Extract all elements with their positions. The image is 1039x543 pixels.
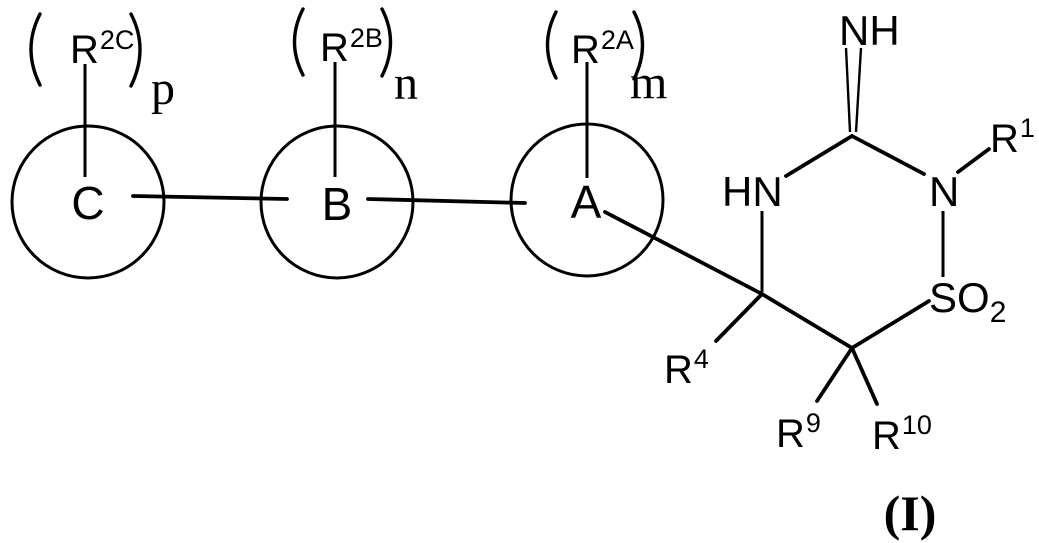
formula-number-label: (I) [884,485,937,541]
r1-superscript: 1 [1020,113,1035,143]
ring-b-group: B R2B n [259,7,418,280]
r4-label: R4 [664,344,709,392]
r4-superscript: 4 [694,344,709,374]
r2c-superscript: 2C [100,25,135,55]
r2a-base: R [571,28,600,72]
bond-c5-to-c6 [760,292,854,350]
so2-subscript: 2 [990,296,1007,329]
r2c-base: R [70,28,99,72]
r1-label: R1 [990,113,1035,161]
ring-c-group: C R2C p [10,12,175,280]
ring-a-count-subscript: m [630,56,667,109]
r10-base: R [872,414,901,458]
ring-a-open-paren [545,10,558,80]
ring-a-close-paren [632,10,645,81]
ring-b-count-subscript: n [394,57,418,110]
ring-a-substituent-label: R2A [571,25,634,72]
r10-superscript: 10 [902,410,932,440]
imine-nh-label: NH [839,7,900,54]
r2a-superscript: 2A [601,25,634,55]
bond-c6-to-r9 [815,346,854,403]
r4-base: R [664,348,693,392]
r9-base: R [776,412,805,456]
ring-c-close-paren [129,12,142,88]
ring-b-close-paren [380,7,393,78]
r2b-superscript: 2B [350,23,383,53]
r9-label: R9 [776,408,821,456]
ring-c-circle [10,124,166,280]
bond-ring-a-to-heterocycle [603,210,764,296]
bond-c3-to-n [850,134,926,176]
imine-double-bond-line-1 [844,47,852,133]
ring-c-label: C [71,177,104,229]
ring-b-open-paren [292,7,305,77]
ring-c-substituent-label: R2C [70,25,134,72]
heterocycle-group: NH HN N R1 SO2 R4 R9 R10 [664,7,1035,458]
bond-ring-c-to-ring-b [131,194,289,201]
ring-a-label: A [571,176,602,228]
bond-n-to-r1 [956,147,991,174]
so2-base: SO [929,274,990,321]
bond-c3-to-hn [784,134,854,178]
sulfonyl-so2-label: SO2 [929,274,1006,329]
bond-c5-to-r4 [714,292,764,343]
ring-nitrogen-label: N [929,168,959,215]
ring-b-label: B [322,178,353,230]
ring-b-substituent-label: R2B [320,23,383,70]
bond-c6-to-r10 [850,346,879,406]
ring-c-count-subscript: p [151,62,175,115]
r10-label: R10 [872,410,932,458]
ring-a-group: A R2A m [509,10,667,278]
bond-c6-to-so2 [850,299,931,350]
r1-base: R [990,117,1019,161]
ring-amine-hn-label: HN [722,168,783,215]
imine-double-bond-line-2 [854,47,863,133]
r2b-base: R [320,26,349,70]
r9-superscript: 9 [806,408,821,438]
bond-ring-b-to-ring-a [366,197,527,205]
ring-c-open-paren [29,12,42,87]
